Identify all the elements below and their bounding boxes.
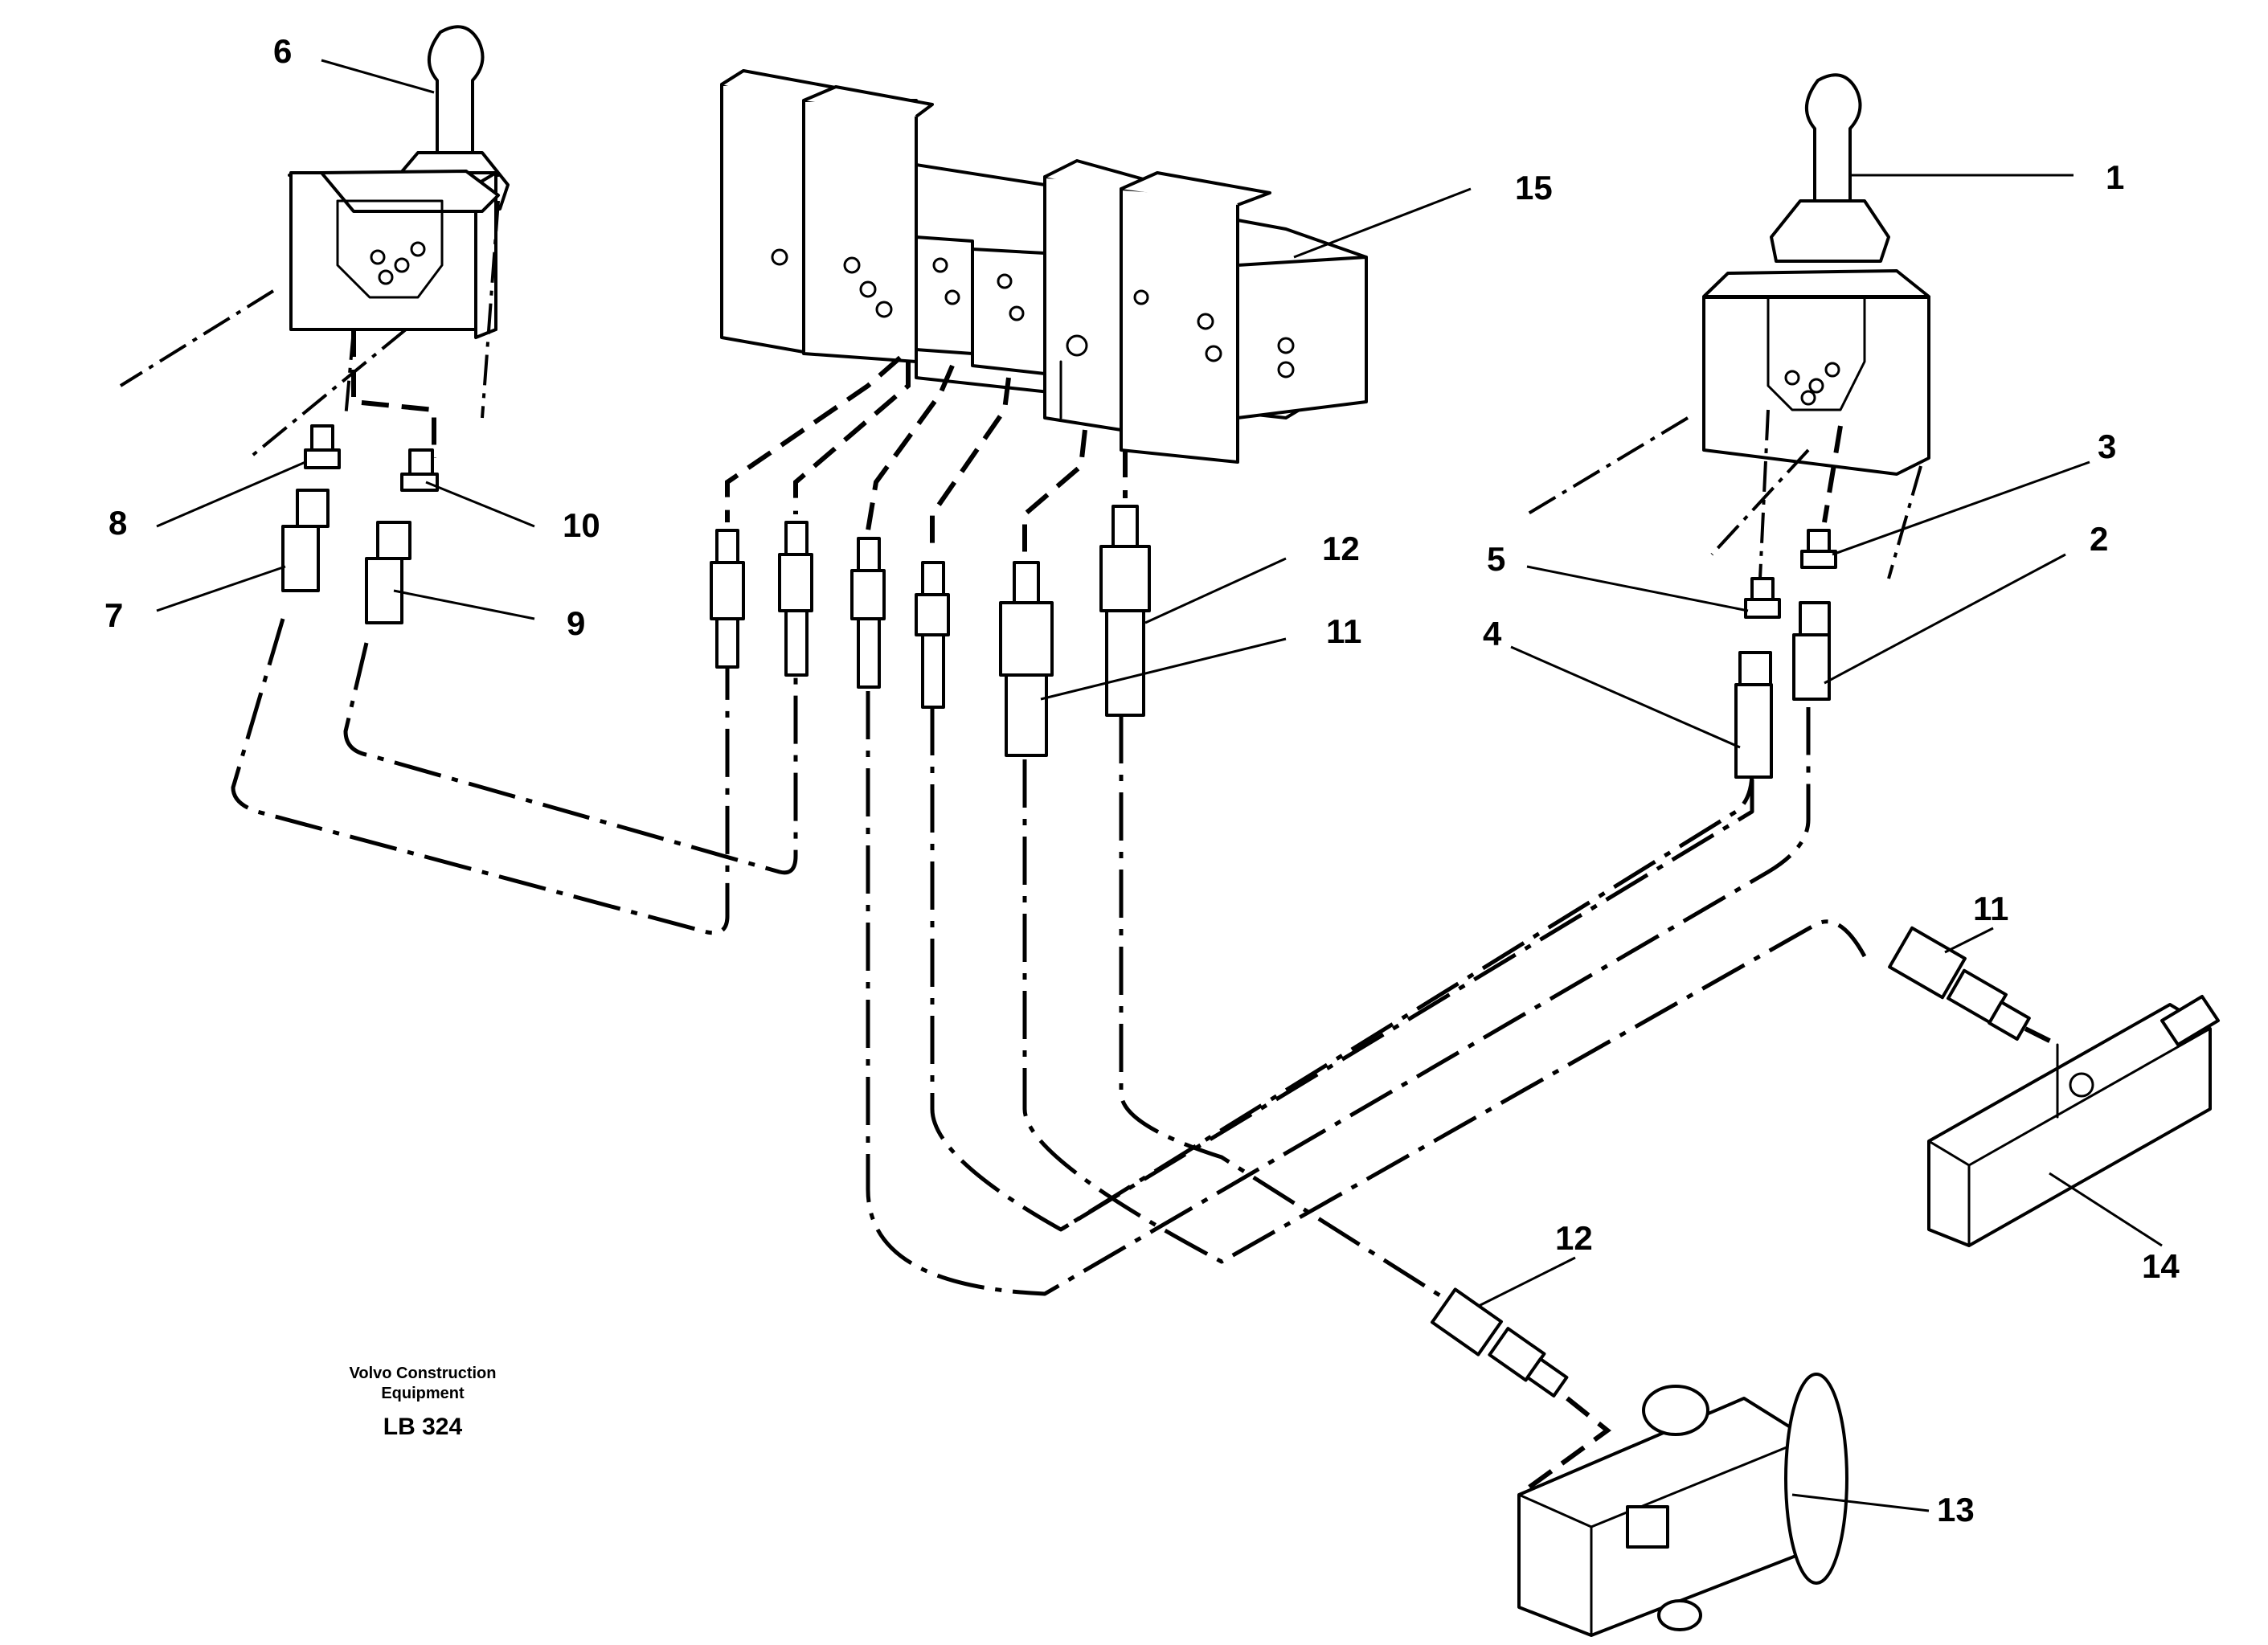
right-fitting-5 — [1744, 577, 1781, 619]
leader-lines — [156, 59, 2163, 1512]
callout-14: 14 — [2142, 1247, 2180, 1285]
callout-4: 4 — [1483, 615, 1502, 653]
hose-center-1 — [866, 691, 1811, 1296]
callout-8: 8 — [108, 504, 127, 542]
callout-7: 7 — [104, 596, 123, 634]
caption-company-line2: Equipment — [381, 1385, 465, 1402]
connector-12-lower — [1430, 1287, 1569, 1397]
caption-company-line1: Volvo Construction — [350, 1365, 497, 1382]
callout-12-lower: 12 — [1555, 1219, 1593, 1257]
callout-13: 13 — [1937, 1491, 1975, 1528]
callout-2: 2 — [2090, 520, 2108, 558]
left-control-lever — [119, 25, 510, 460]
caption-code: LB 324 — [383, 1414, 463, 1440]
callout-15: 15 — [1515, 169, 1553, 207]
left-hose-end-7 — [281, 489, 330, 592]
right-hose-end-4 — [1734, 651, 1773, 779]
hose-center-3 — [1022, 759, 1867, 1264]
pilot-lines — [725, 355, 1128, 563]
callout-1: 1 — [2106, 158, 2124, 196]
right-fitting-3 — [1800, 529, 1837, 569]
callout-10: 10 — [563, 506, 600, 544]
callout-6: 6 — [273, 32, 292, 70]
callout-5: 5 — [1487, 540, 1505, 578]
left-fitting-10 — [400, 448, 439, 492]
center-fittings — [710, 505, 1151, 757]
hose-left-7 — [231, 618, 730, 935]
hose-right-4 — [1059, 780, 1754, 1232]
right-hose-end-2 — [1792, 601, 1831, 701]
callout-11-right: 11 — [1973, 890, 2008, 927]
callout-12-center: 12 — [1322, 530, 1360, 567]
actuator-14 — [1927, 995, 2220, 1247]
connector-11-right — [1888, 926, 2031, 1041]
right-control-lever — [1525, 73, 1930, 579]
cylinder-13 — [1517, 1373, 1848, 1637]
pilot-line-actuator — [2024, 1026, 2059, 1047]
hose-center-2 — [930, 707, 1754, 1232]
left-fitting-8 — [304, 424, 341, 469]
left-hose-end-9 — [365, 521, 411, 624]
control-valve-block — [720, 69, 1368, 464]
pilot-line-cylinder — [1517, 1396, 1611, 1497]
callout-9: 9 — [567, 604, 585, 642]
callout-11-center: 11 — [1326, 612, 1361, 650]
callout-3: 3 — [2098, 428, 2116, 465]
hose-left-9 — [343, 642, 798, 875]
hose-center-4 — [1119, 715, 1464, 1312]
